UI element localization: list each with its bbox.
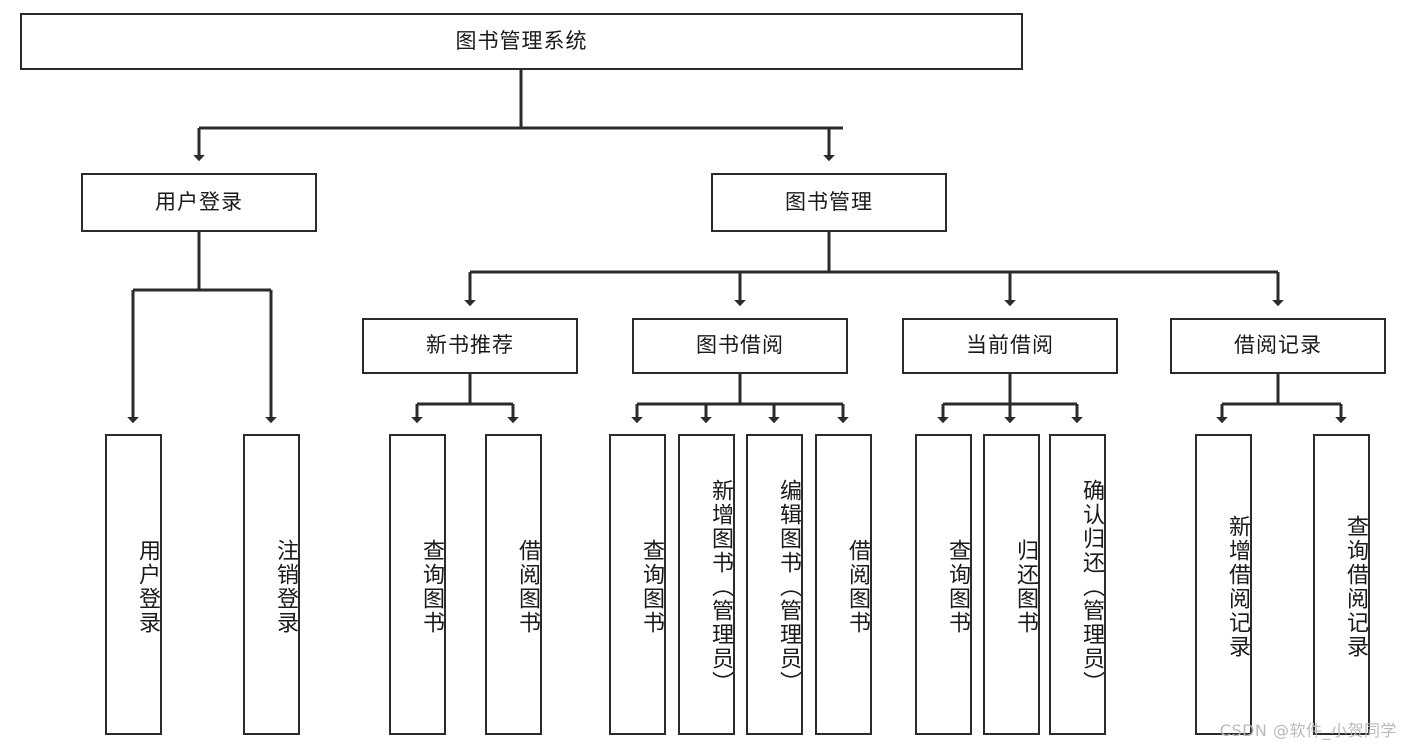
node-label: 借阅图书 xyxy=(845,538,870,635)
node-label: 用户登录 xyxy=(135,538,160,635)
node-label: 新增借阅记录 xyxy=(1225,514,1250,659)
node-label: 归还图书 xyxy=(1013,538,1038,635)
node-label: 当前借阅 xyxy=(966,333,1054,358)
node-label: 确认归还（管理员） xyxy=(1079,478,1104,695)
node-label: 查询图书 xyxy=(639,538,664,635)
node-current-borrowing[interactable]: 当前借阅 xyxy=(902,318,1118,374)
node-user-login[interactable]: 用户登录 xyxy=(81,173,317,232)
node-root-book-management-system[interactable]: 图书管理系统 xyxy=(20,13,1023,70)
leaf-current-borrow-return-book[interactable]: 归还图书 xyxy=(983,434,1040,735)
leaf-book-borrow-edit-book-admin[interactable]: 编辑图书（管理员） xyxy=(746,434,803,735)
watermark: CSDN @软件_小贺同学 xyxy=(1219,721,1397,740)
leaf-current-borrow-confirm-return-admin[interactable]: 确认归还（管理员） xyxy=(1049,434,1106,735)
node-label: 编辑图书（管理员） xyxy=(776,478,801,695)
node-new-book-recommendation[interactable]: 新书推荐 xyxy=(362,318,578,374)
leaf-borrow-record-add-record[interactable]: 新增借阅记录 xyxy=(1195,434,1252,735)
node-label: 图书管理 xyxy=(785,189,873,214)
node-label: 查询图书 xyxy=(945,538,970,635)
node-label: 图书借阅 xyxy=(696,333,784,358)
leaf-new-book-query-book[interactable]: 查询图书 xyxy=(389,434,446,735)
leaf-user-login-signout[interactable]: 注销登录 xyxy=(243,434,300,735)
node-label: 借阅记录 xyxy=(1234,333,1322,358)
node-label: 用户登录 xyxy=(155,189,243,214)
leaf-book-borrow-borrow-book[interactable]: 借阅图书 xyxy=(815,434,872,735)
node-label: 图书管理系统 xyxy=(455,28,588,53)
leaf-borrow-record-query-record[interactable]: 查询借阅记录 xyxy=(1313,434,1370,735)
node-label: 新增图书（管理员） xyxy=(708,478,733,695)
node-book-borrowing[interactable]: 图书借阅 xyxy=(632,318,848,374)
node-label: 借阅图书 xyxy=(515,538,540,635)
node-label: 查询借阅记录 xyxy=(1343,514,1368,659)
leaf-book-borrow-query-book[interactable]: 查询图书 xyxy=(609,434,666,735)
node-label: 注销登录 xyxy=(273,538,298,635)
node-label: 查询图书 xyxy=(419,538,444,635)
node-label: 新书推荐 xyxy=(426,333,514,358)
leaf-user-login-signin[interactable]: 用户登录 xyxy=(105,434,162,735)
leaf-book-borrow-add-book-admin[interactable]: 新增图书（管理员） xyxy=(678,434,735,735)
leaf-current-borrow-query-book[interactable]: 查询图书 xyxy=(915,434,972,735)
node-borrowing-record[interactable]: 借阅记录 xyxy=(1170,318,1386,374)
node-book-management[interactable]: 图书管理 xyxy=(711,173,947,232)
leaf-new-book-borrow-book[interactable]: 借阅图书 xyxy=(485,434,542,735)
